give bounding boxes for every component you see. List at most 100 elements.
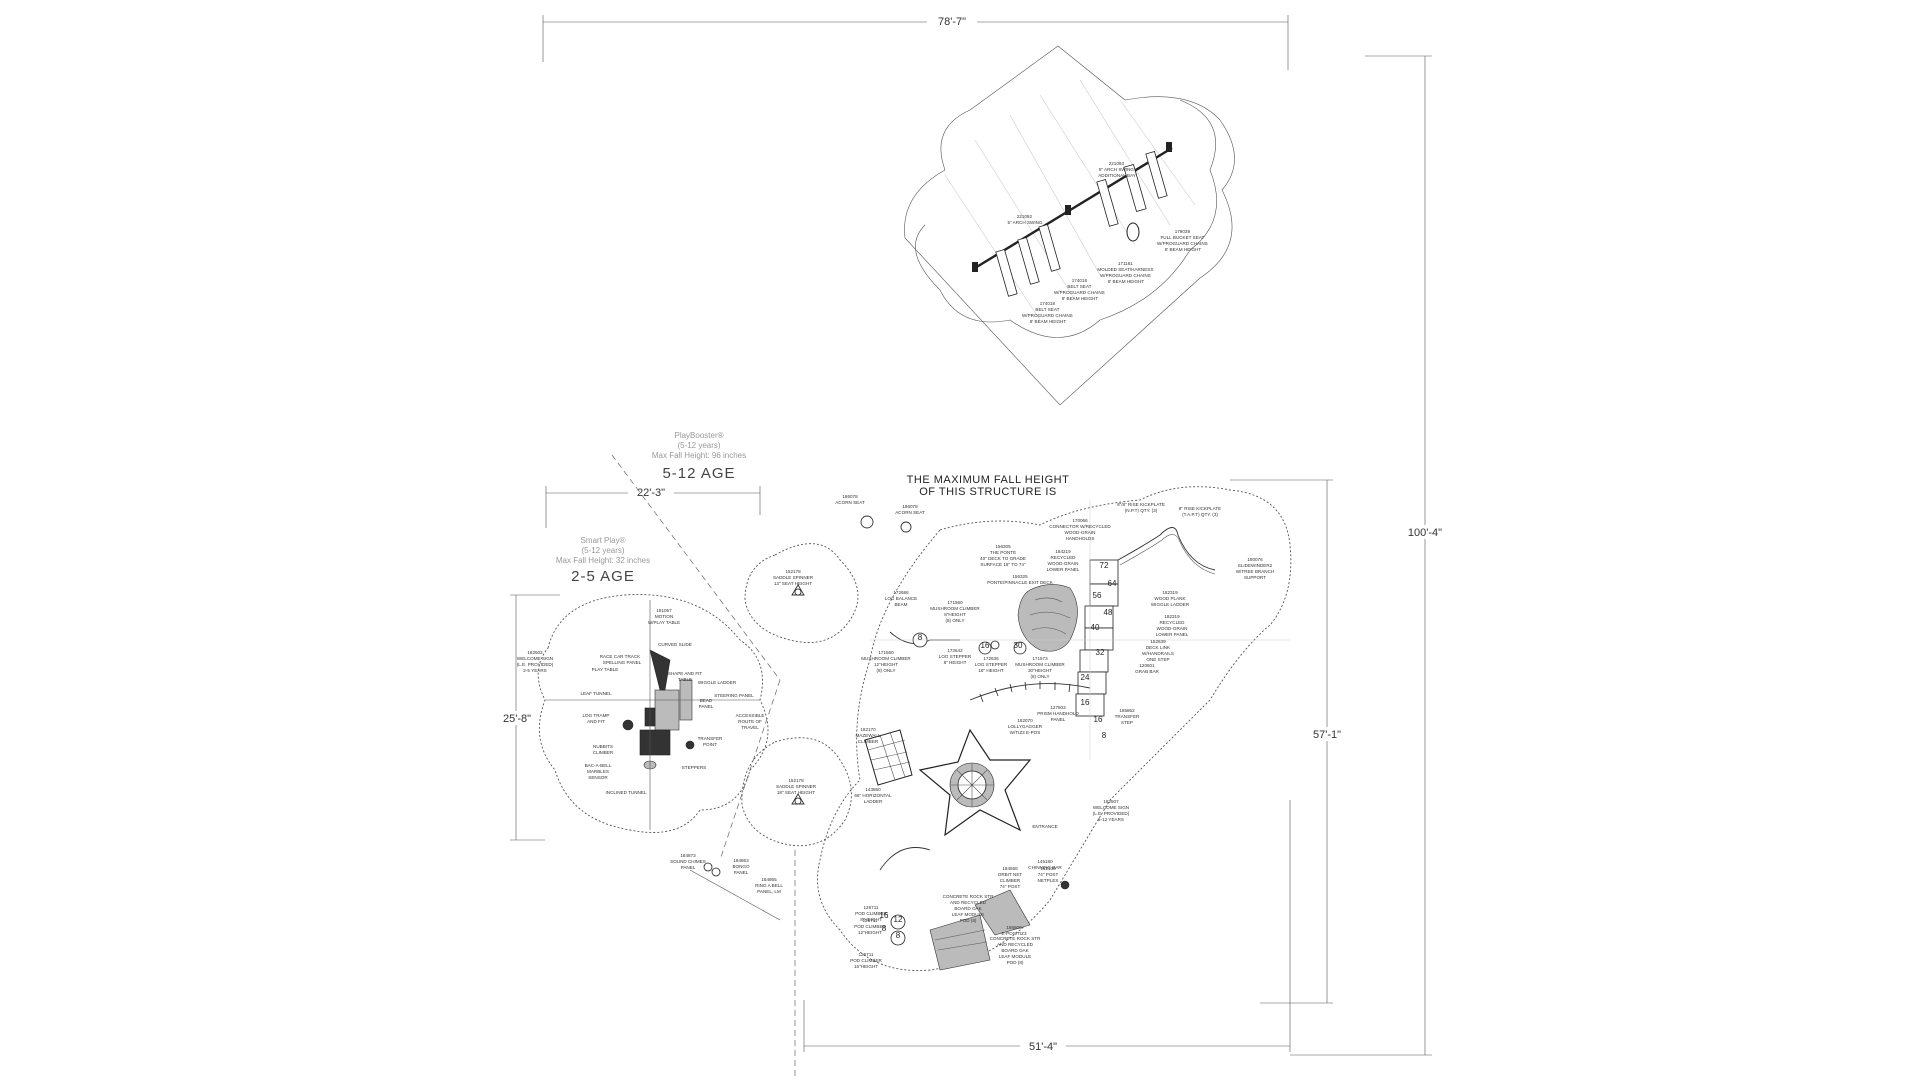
age-5-12-width-label: 22'-3" [637,487,665,499]
label-steppers: STEPPERS [682,765,707,770]
label-steering-panel: STEERING PANEL [714,693,754,698]
overall-height-label: 100'-4" [1408,527,1442,539]
playbooster-fall-height: Max Fall Height: 96 inches [652,451,746,460]
deck-2-5 [654,689,680,731]
swing-label-molded-seat: 171161 MOLDED SEAT/HARNESS W/PROGUARD CH… [1097,261,1154,284]
main-height-dimension: 57'-1" [1230,479,1350,1004]
bongo-panel-shape [711,867,721,877]
deck-height-12: 8 [918,633,923,642]
panel-wall-line [689,869,781,921]
deck-height-13: 16 [880,911,889,920]
label-race-car-track: RACE CAR TRACK [600,654,641,659]
pod-arc [879,847,931,871]
horizontal-ladder-arc [969,683,1091,701]
main-height-label: 57'-1" [1313,729,1341,741]
label-kickplate-2: 8" RISE KICKPLATE(T.A.P.T) QTY. (3) [1179,506,1221,517]
swing-label-arch: 221092 5" ARCH SWING [1007,214,1042,225]
deck-height-0: 72 [1100,561,1109,570]
fall-height-line-2: OF THIS STRUCTURE IS [919,486,1057,498]
playbooster-range: (5-12 years) [677,441,720,450]
label-entrance: ENTRANCE [1032,824,1057,829]
log-stepper-16-shape [978,641,992,655]
saddle-spinner-top [744,543,859,643]
deck-height-6: 24 [1081,673,1090,682]
label-inclined-tunnel: INCLINED TUNNEL [605,790,646,795]
label-play-table: PLAY TABLE [592,667,619,672]
motion-table-shape [685,740,695,750]
deck-height-8: 16 [1094,715,1103,724]
swing-area [904,45,1235,406]
deck-height-15: 8 [896,931,901,940]
age-2-5-label: 2-5 AGE [571,568,635,585]
age-separator-line [611,454,781,681]
label-leaf-tunnel: LEAF TUNNEL [580,691,612,696]
deck-height-10: 30 [1014,641,1023,650]
swing-labels: 221093 5" ARCH SWING ADDITIONAL BAY 2210… [1007,161,1207,324]
overall-width-dimension: 78'-7" [542,14,1289,70]
leaf-module-2 [974,889,1031,936]
age-2-5-height-dimension: 25'-8" [494,594,560,841]
mazewall-climber-shape [864,729,913,786]
age-5-12-label: 5-12 AGE [662,465,735,482]
leaf-module-1 [929,914,991,971]
log-stepper-8-shape [990,640,1000,650]
deck-height-4: 40 [1091,623,1100,632]
chinning-bar-shape [1060,880,1070,890]
label-spelling-panel: SPELLING PANEL [603,660,642,665]
deck-height-7: 16 [1081,698,1090,707]
smartplay-range: (5-12 years) [581,546,624,555]
main-use-zone [817,486,1292,971]
swing-use-zone [915,99,1217,338]
overall-width-label: 78'-7" [938,16,966,28]
deck-height-16: 8 [882,924,887,933]
main-structure [703,486,1292,971]
deck-height-5: 32 [1096,648,1105,657]
deck-height-14: 12 [894,915,903,924]
swing-label-belt-seat-1: 174018 BELT SEAT W/PROGUARD CHAINS 8' BE… [1054,278,1106,301]
fall-height-line-1: THE MAXIMUM FALL HEIGHT [907,474,1070,486]
label-kickplate-1: 8"/8" RISE KICKPLATE(N.P.T) QTY. (3) [1117,502,1165,513]
steppers-shape [639,729,671,756]
smartplay-fall-height: Max Fall Height: 32 inches [556,556,650,565]
overall-height-dimension: 100'-4" [1290,55,1451,1056]
mushroom-climber-30-shape [1013,641,1027,655]
curved-slide-shape [649,649,671,691]
deck-height-2: 56 [1093,591,1102,600]
